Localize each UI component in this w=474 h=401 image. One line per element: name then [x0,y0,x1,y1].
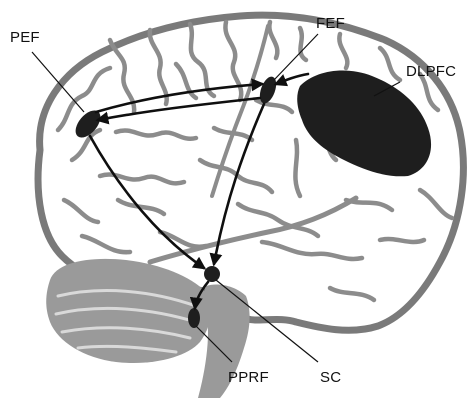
region-pef [75,110,101,138]
cerebellum [46,258,211,364]
pathway-pef-to-sc [88,134,207,270]
region-pprf [188,308,200,328]
pathway-fef-to-sc [209,102,266,267]
leader-pef [31,51,85,113]
region-dlpfc [297,70,432,177]
label-fef: FEF [316,15,345,32]
label-sc: SC [320,369,341,386]
leader-lines [31,33,401,363]
label-pef: PEF [10,29,40,46]
pathways [88,72,310,311]
pathway-fef-to-pef [95,96,262,125]
leader-fef [273,33,319,81]
pathway-pef-to-fef [94,78,265,114]
leader-sc [215,279,319,363]
brain-illustration [34,11,467,398]
labels: PEF FEF DLPFC PPRF SC [10,15,456,386]
leader-pprf [195,325,233,363]
leader-dlpfc [373,81,401,97]
label-dlpfc: DLPFC [406,63,456,80]
label-pprf: PPRF [228,369,269,386]
brain-regions [75,70,432,328]
sulci-pattern [55,19,455,303]
brainstem [198,284,250,398]
region-sc [204,266,220,282]
pathway-sc-to-pprf [189,280,210,311]
pathway-dlpfc-to-fef [273,72,310,87]
